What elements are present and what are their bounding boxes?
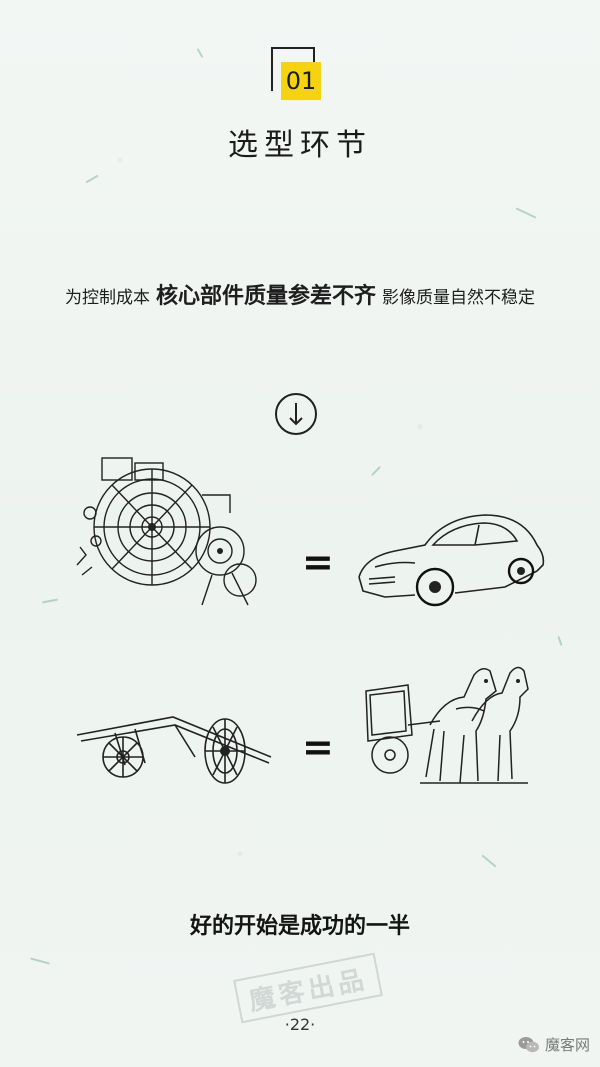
vintage-car-sketch <box>358 514 545 607</box>
headline-prefix: 为控制成本 <box>64 288 150 308</box>
machine-component-sketch <box>76 457 257 606</box>
arrow-down-circle-icon <box>275 393 317 435</box>
cart-axle-sketch <box>76 716 272 784</box>
horse-carriage-sketch <box>365 666 529 784</box>
watermark-label: 魔客网 <box>544 1036 590 1054</box>
slogan: 好的开始是成功的一半 <box>189 914 410 939</box>
equals-symbol: = <box>302 725 334 769</box>
section-title: 选型环节 <box>228 128 372 163</box>
headline-emphasis: 核心部件质量参差不齐 <box>155 284 376 309</box>
headline: 为控制成本核心部件质量参差不齐影像质量自然不稳定 <box>0 278 600 310</box>
wechat-icon <box>518 1036 539 1052</box>
headline-suffix: 影像质量自然不稳定 <box>382 288 535 308</box>
page-number: ·22· <box>284 1015 316 1034</box>
section-number: 01 <box>285 67 317 95</box>
watermark: 魔客网 <box>518 1034 590 1055</box>
equals-symbol: = <box>302 540 334 584</box>
section-number-badge: 01 <box>281 62 321 100</box>
